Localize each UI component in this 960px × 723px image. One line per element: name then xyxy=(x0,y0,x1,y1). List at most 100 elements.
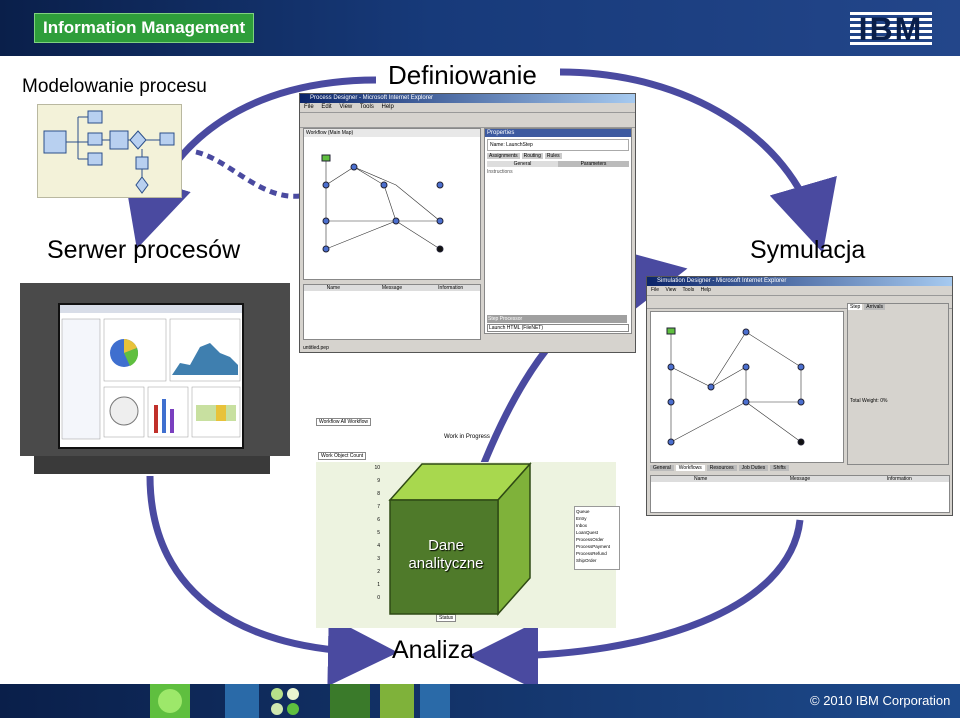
y-tick: 8 xyxy=(377,491,380,497)
y-tick: 4 xyxy=(377,543,380,549)
process-model-card xyxy=(37,104,182,198)
y-tick: 9 xyxy=(377,478,380,484)
information-management-logo: Information Management xyxy=(34,13,255,43)
y-axis-ticks: 10 9 8 7 6 5 4 3 2 1 0 xyxy=(368,462,380,602)
label-modeling: Modelowanie procesu xyxy=(22,76,207,97)
y-tick: 3 xyxy=(377,556,380,562)
properties-pane: Properties Name: LaunchStep Assignments … xyxy=(484,128,632,334)
y-tick: 7 xyxy=(377,504,380,510)
grid-col-message: Message xyxy=(381,285,403,291)
label-analysis: Analiza xyxy=(392,636,474,664)
server-monitor-base xyxy=(34,456,270,474)
workflow-filter-value: All Workflow xyxy=(340,419,369,425)
y-tick: 5 xyxy=(377,530,380,536)
sim-menu-help[interactable]: Help xyxy=(700,287,711,293)
menu-view[interactable]: View xyxy=(339,104,353,110)
sim-tab-resources[interactable]: Resources xyxy=(706,465,737,471)
sim-grid-header: Name Message Information xyxy=(651,476,949,482)
ibm-logo-text: IBM xyxy=(858,11,924,47)
sim-map-graphic xyxy=(666,327,805,446)
sim-tabs: General Workflows Resources Job Duties S… xyxy=(650,465,789,471)
designer-titlebar: Process Designer - Microsoft Internet Ex… xyxy=(300,94,635,103)
sim-tab-workflows[interactable]: Workflows xyxy=(675,465,705,471)
designer-menubar: File Edit View Tools Help xyxy=(300,103,635,112)
queue-item[interactable]: Entry xyxy=(576,516,587,521)
sim-grid-col-name: Name xyxy=(693,476,708,482)
analytics-data-cube xyxy=(388,462,532,616)
tab-general[interactable]: General xyxy=(487,161,558,167)
sim-menu-tools[interactable]: Tools xyxy=(682,287,695,293)
queue-item[interactable]: ProcessOrder xyxy=(576,537,604,542)
sim-tab-general[interactable]: General xyxy=(650,465,674,471)
cube-label: Dane analityczne xyxy=(408,537,484,572)
step-processor-label: Step Processor xyxy=(487,315,627,323)
dashed-link xyxy=(195,149,301,199)
sim-tab-shifts[interactable]: Shifts xyxy=(770,465,789,471)
workflow-map-graphic xyxy=(321,154,444,253)
sim-grid-col-information: Information xyxy=(886,476,912,482)
sim-tab-job-duties[interactable]: Job Duties xyxy=(738,465,769,471)
menu-help[interactable]: Help xyxy=(381,104,394,110)
workflow-map-pane[interactable]: Workflow (Main Map) xyxy=(303,128,481,280)
properties-label: Properties xyxy=(485,129,631,137)
sim-toolbar xyxy=(647,295,952,309)
process-designer-window: Process Designer - Microsoft Internet Ex… xyxy=(299,93,636,353)
chart-title: Work in Progress xyxy=(444,434,490,440)
queue-item[interactable]: ProcessPayment xyxy=(576,544,611,549)
simulation-designer-window: Simulation Designer - Microsoft Internet… xyxy=(646,276,953,516)
label-defining: Definiowanie xyxy=(388,60,537,90)
menu-edit[interactable]: Edit xyxy=(321,104,332,110)
sim-right-tabs: Step Arrivals xyxy=(848,304,948,310)
sim-titlebar: Simulation Designer - Microsoft Internet… xyxy=(647,277,952,286)
sim-menubar: File View Tools Help xyxy=(647,286,952,295)
label-server: Serwer procesów xyxy=(47,236,241,264)
grid-col-information: Information xyxy=(438,285,464,291)
designer-toolbar xyxy=(300,112,635,128)
name-field[interactable]: Name: LaunchStep xyxy=(487,139,629,151)
queue-item[interactable]: ProcessRefund xyxy=(576,551,607,556)
tab-routing[interactable]: Routing xyxy=(521,153,543,159)
copyright-text: © 2010 IBM Corporation xyxy=(810,693,951,708)
sim-menu-file[interactable]: File xyxy=(651,287,660,293)
menu-file[interactable]: File xyxy=(304,104,314,110)
footer-bar xyxy=(0,684,960,718)
workflow-filter-label: Workflow xyxy=(319,419,340,425)
ibm-logo: IBM xyxy=(850,12,932,46)
arrow-simulation-to-analysis xyxy=(468,519,804,691)
designer-grid: Name Message Information xyxy=(303,284,481,340)
sim-total-weight: Total Weight: 0% xyxy=(850,398,888,404)
instructions-label: Instructions xyxy=(487,169,513,175)
y-tick: 0 xyxy=(377,595,380,601)
properties-tabs: Assignments Routing Rules xyxy=(487,153,629,159)
tab-parameters[interactable]: Parameters xyxy=(558,161,629,167)
queue-item[interactable]: ShipOrder xyxy=(576,558,597,563)
server-dashboard-graphic xyxy=(60,305,242,440)
y-tick: 6 xyxy=(377,517,380,523)
menu-tools[interactable]: Tools xyxy=(359,104,374,110)
workflow-map-label: Workflow (Main Map) xyxy=(304,129,480,137)
sim-tab-step[interactable]: Step xyxy=(848,304,863,310)
queue-item[interactable]: LoanQuest xyxy=(576,530,599,535)
sim-grid-col-message: Message xyxy=(789,476,811,482)
measure-field: Work Object Count xyxy=(318,452,367,460)
y-tick: 2 xyxy=(377,569,380,575)
step-processor-select[interactable]: Launch HTML (FileNET) xyxy=(487,324,629,332)
sim-properties-pane: Step Arrivals Total Weight: 0% xyxy=(847,303,949,465)
designer-status: untitled.pep xyxy=(303,345,329,351)
sim-grid: Name Message Information xyxy=(650,475,950,513)
server-dashboard-screen xyxy=(58,303,244,449)
tab-assignments[interactable]: Assignments xyxy=(487,153,520,159)
designer-grid-header: Name Message Information xyxy=(304,285,480,291)
sim-map-pane[interactable] xyxy=(650,311,844,463)
cube-front-face xyxy=(389,499,499,615)
queue-item[interactable]: Inbox xyxy=(576,523,588,528)
process-flow-graphic xyxy=(43,110,175,194)
sim-tab-arrivals[interactable]: Arrivals xyxy=(864,304,885,310)
queue-legend-title: Queue xyxy=(576,509,590,514)
workflow-filter[interactable]: Workflow All Workflow xyxy=(316,418,372,426)
arrow-server-to-analysis xyxy=(146,475,398,687)
queue-legend: Queue Entry Inbox LoanQuest ProcessOrder… xyxy=(574,506,620,570)
tab-rules[interactable]: Rules xyxy=(544,153,562,159)
sim-menu-view[interactable]: View xyxy=(665,287,677,293)
y-tick: 10 xyxy=(374,465,380,471)
